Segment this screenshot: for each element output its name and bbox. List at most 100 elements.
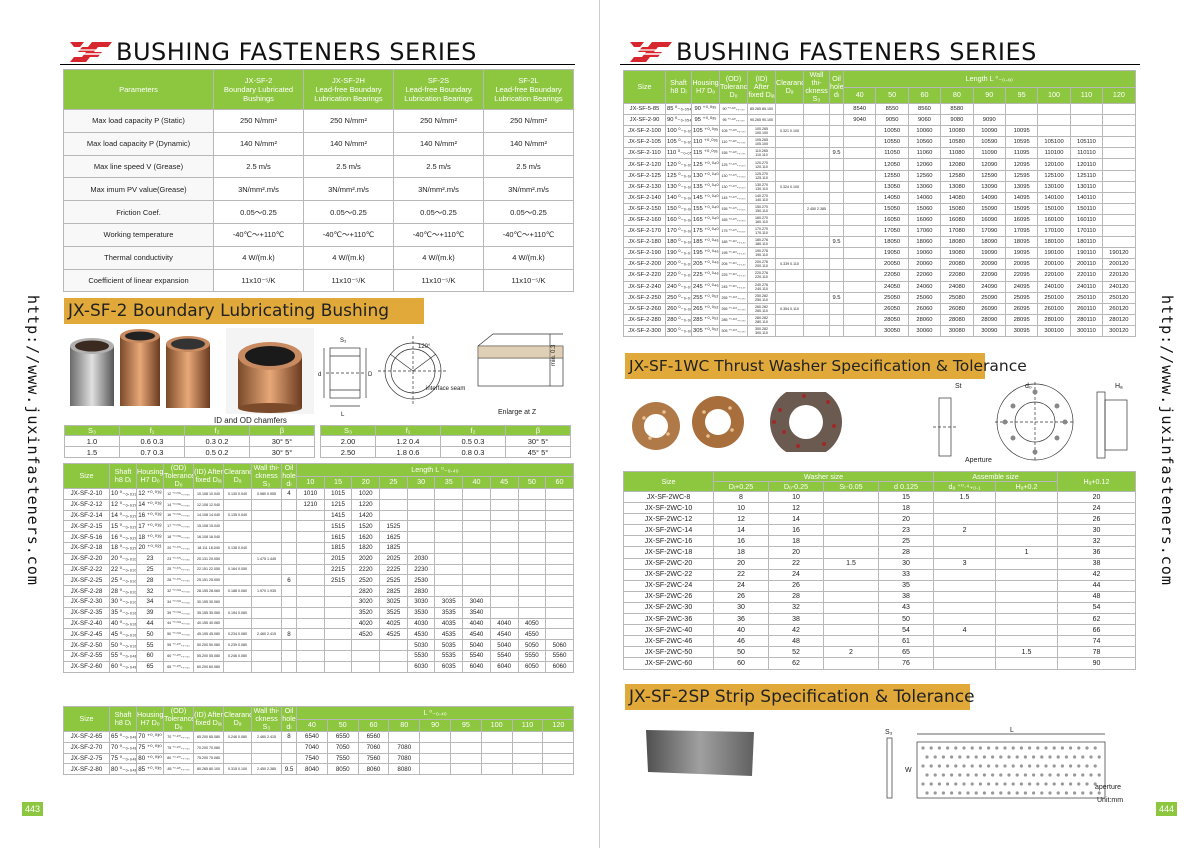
spec-cell [803,191,830,204]
spec-cell: 125100 [1037,169,1071,182]
spec-cell: JX-SF-2-190 [623,247,666,260]
washer-cell [933,590,997,603]
chamfer-cell: 0.6 0.3 [119,435,185,447]
washer-cell: 32 [768,601,824,615]
spec-cell: 8080 [388,763,421,776]
spec-cell: 8560 [907,102,942,116]
strip-aperture-dot [1052,746,1056,750]
strip-aperture-dot [925,791,929,795]
strip-aperture-dot [1011,782,1015,786]
spec-cell [296,531,325,543]
param-value: 3N/mm².m/s [483,177,574,202]
spec-cell [480,741,513,754]
spec-cell [323,585,353,597]
spec-cell: 1.475 1.445 [251,552,282,565]
spec-cell: 205 ⁺⁰·⁰⁴⁶ [691,258,720,271]
spec-cell: 190100 [1037,247,1071,260]
spec-cell: 6040 [462,660,491,673]
spec-cell: 90.265 90.100 [747,114,776,127]
spec-cell [829,302,844,315]
spec-cell [462,509,491,522]
spec-cell: 160110 [1069,213,1104,227]
spec-cell: 5530 [406,649,436,662]
spec-cell: 120 ⁰₋₀.₀₅₄ [665,158,692,171]
spec-cell [406,488,436,500]
spec-cell: 2215 [323,563,353,576]
spec-cell: 190120 [1102,247,1136,260]
spec-cell [511,741,544,754]
svg-text:St: St [955,383,962,390]
chamfer-cell: 1.2 0.4 [375,435,441,447]
spec-cell [517,595,547,608]
spec-cell: 26060 [907,302,942,315]
spec-cell: 30090 [972,324,1006,337]
spec-cell: 120100 [1037,158,1071,171]
spec-cell [842,147,877,160]
strip-aperture-dot [925,755,929,759]
spec-header-cell: Shaft h8 Dᵢ [665,70,692,104]
washer-cell: 20 [877,513,935,526]
spec-cell: 5050 [517,639,547,651]
right-title-row: BUSHING FASTENERS SERIES [628,38,1037,66]
spec-cell [489,595,519,608]
spec-header-cell: Housing H7 Dₒ [136,706,164,732]
spec-cell: JX-SF-5-16 [63,531,110,543]
strip-aperture-dot [995,782,999,786]
washer-cell: 1.5 [933,490,997,504]
spec-cell [351,649,381,662]
spec-cell: 2.460 2.415 [251,731,282,743]
spec-cell: 28090 [972,313,1006,326]
spec-cell: 130.270 130.110 [747,180,776,193]
spec-cell: 17090 [972,225,1006,238]
washer-cell: 90 [1057,657,1137,670]
spec-cell [842,225,877,238]
spec-length-col: 95 [1004,86,1039,104]
spec-cell: 20 ⁺⁰·⁰⁷⁵₊₀.₀₃₅ [163,541,194,554]
spec-cell [296,617,325,630]
spec-cell: 30050 [875,324,909,337]
spec-cell [462,541,491,554]
strip-aperture-dot [999,773,1003,777]
spec-cell: 95 ⁺⁰·¹²⁰₊₀.₀₇₀ [719,114,748,127]
spec-cell [449,752,482,765]
spec-cell [517,552,547,565]
spec-cell: 9050 [875,114,909,127]
spec-cell [323,595,353,608]
washer-cell [933,535,997,548]
spec-cell: 14090 [972,191,1006,204]
spec-header-cell: Wall thi-ckness S₃ [803,70,830,104]
strip-aperture-dot [941,773,945,777]
washer-cell: 46 [713,635,769,648]
spec-cell: 65 [136,660,164,673]
params-header-cell: Parameters [63,69,214,110]
washer-group-header: Assemble size [933,471,1059,482]
spec-cell: 140 ⁰₋₀.₀₆₃ [665,191,692,204]
spec-cell [775,158,804,171]
washer-cell: 15 [877,490,935,504]
spec-cell: 14.108 14.040 [193,509,224,522]
spec-cell: 4525 [379,628,408,641]
spec-cell [296,520,325,533]
washer-cell: 54 [1057,601,1137,615]
section-title-strip: JX-SF-2SP Strip Specification & Toleranc… [625,684,975,710]
washer-cell [823,546,879,559]
spec-length-col: 50 [517,475,547,489]
param-value: 2.5 m/s [213,154,304,179]
spec-cell [517,509,547,522]
spec-cell: 12 ⁺⁰·⁰⁶⁵₊₀.₀₃₀ [163,488,194,500]
spec-cell: 0.315 0.100 [223,763,252,776]
spec-length-col: 15 [323,475,353,489]
param-value: 140 N/mm² [483,131,574,156]
spec-cell: 18 ⁰₋₀.₀₂₇ [109,541,137,554]
washer-cell [995,502,1059,515]
spec-cell [775,280,804,293]
spec-cell [323,617,353,630]
spec-cell: JX-SF-2-140 [623,191,666,204]
spec-cell: 2.450 2.385 [251,763,282,776]
spec-cell [803,169,830,182]
